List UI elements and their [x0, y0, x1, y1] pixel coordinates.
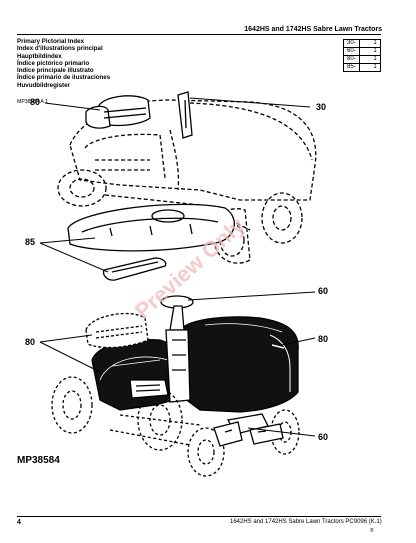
illustration-code: MP38584 [17, 455, 60, 466]
steering-part [177, 91, 193, 139]
index-line: Indice principale illustrato [17, 67, 94, 75]
footer-mark: ® [370, 528, 374, 534]
index-line: Primary Pictorial Index [17, 38, 85, 45]
index-line: Huvudbildregister [17, 81, 70, 89]
index-line: Index d'illustrations principal [17, 45, 103, 53]
callout-30-steering: 30 [316, 102, 327, 112]
footer-text: 1642HS and 1742HS Sabre Lawn Tractors PC… [230, 519, 382, 525]
page-cell: 1 [358, 63, 381, 72]
index-line: Hauptbildindex [17, 52, 62, 60]
seat-part [85, 95, 151, 129]
header-rule [17, 34, 381, 35]
deflector-part [102, 257, 167, 281]
callout-60-steering: 60 [318, 286, 329, 296]
footer-rule [17, 516, 381, 517]
index-code: MP38584 A.1 [17, 99, 49, 105]
group-page-table: 30-1 60-1 80-1 85-1 [343, 39, 381, 72]
index-line: Índice primário de ilustraciones [17, 74, 111, 82]
table-row: 85-1 [343, 63, 381, 72]
callout-85-deck: 85 [25, 237, 36, 247]
front-axle-part [213, 413, 284, 447]
document-title: 1642HS and 1742HS Sabre Lawn Tractors [244, 26, 382, 33]
pictorial-index-heading: Primary Pictorial Index Index d'illustra… [17, 38, 110, 89]
index-line: Índice pictórico primario [17, 59, 90, 67]
callout-80-body: 80 [25, 337, 36, 347]
page-number: 4 [17, 519, 21, 526]
callout-80-hood: 80 [318, 334, 329, 344]
callout-80-seat: 80 [30, 97, 41, 107]
lower-tractor-outline [51, 295, 300, 477]
callout-60-axle: 60 [318, 432, 329, 442]
mower-deck-part [67, 203, 235, 252]
